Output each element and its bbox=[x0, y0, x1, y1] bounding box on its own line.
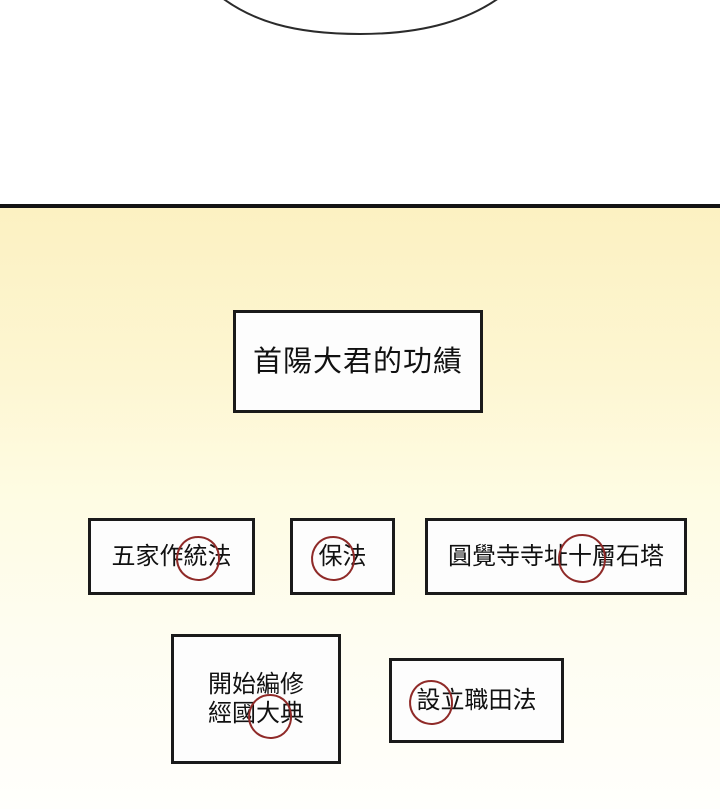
node-a-prefix: 五家作 bbox=[111, 541, 184, 570]
node-b-suffix: 法 bbox=[342, 541, 367, 570]
node-a-circled-char: 統 bbox=[183, 541, 208, 570]
node-e-circled-char: 設 bbox=[416, 685, 441, 714]
diagram-node-a: 五家作統法 bbox=[88, 518, 255, 595]
node-c-suffix: 層石塔 bbox=[592, 541, 664, 570]
diagram-title-text: 首陽大君的功績 bbox=[252, 343, 463, 378]
section-divider bbox=[0, 204, 720, 208]
diagram-node-b: 保法 bbox=[290, 518, 395, 595]
node-d-line2-prefix: 經國 bbox=[208, 699, 256, 727]
diagram-title-box: 首陽大君的功績 bbox=[233, 310, 483, 413]
diagram-node-e: 設立職田法 bbox=[389, 658, 564, 743]
node-e-text: 設立職田法 bbox=[417, 686, 537, 715]
node-d-line1: 開始編修 bbox=[208, 669, 304, 698]
node-c-text: 圓覺寺寺址十層石塔 bbox=[448, 542, 664, 571]
node-c-prefix: 圓覺寺寺址 bbox=[448, 541, 568, 570]
node-d-circled-char: 大 bbox=[256, 699, 280, 727]
diagram-panel bbox=[0, 208, 720, 809]
node-e-suffix: 立職田法 bbox=[440, 685, 537, 714]
node-d-line2: 經國大典 bbox=[208, 699, 304, 728]
diagram-node-c: 圓覺寺寺址十層石塔 bbox=[425, 518, 687, 595]
speech-bubble-tail-arc-icon bbox=[223, 0, 498, 36]
node-b-circled-char: 保 bbox=[318, 541, 343, 570]
node-d-line2-suffix: 典 bbox=[280, 699, 304, 727]
diagram-node-d: 開始編修 經國大典 bbox=[171, 634, 341, 764]
node-a-suffix: 法 bbox=[207, 541, 232, 570]
node-b-text: 保法 bbox=[319, 542, 367, 571]
node-c-circled-char: 十 bbox=[568, 541, 592, 570]
top-white-band bbox=[0, 0, 720, 205]
node-a-text: 五家作統法 bbox=[112, 542, 232, 571]
